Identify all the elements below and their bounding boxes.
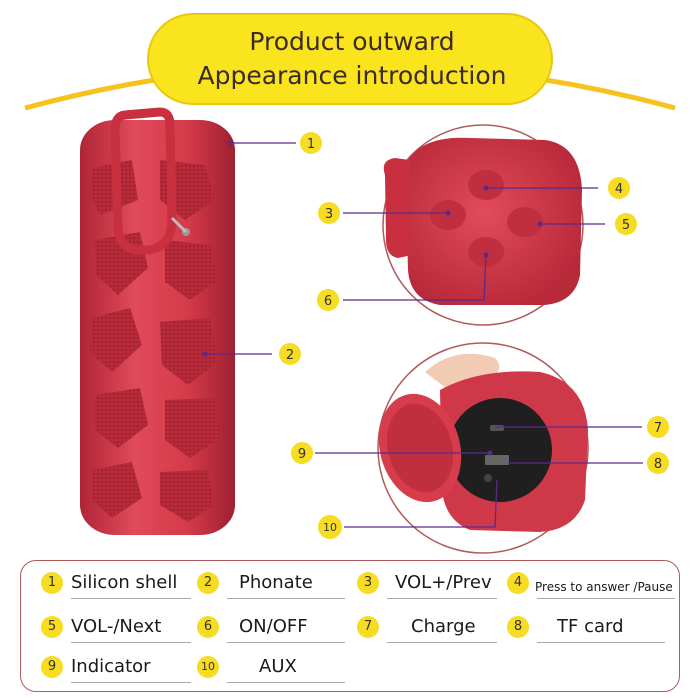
legend-item-6: 6 ON/OFF: [197, 615, 347, 643]
legend-label: AUX: [259, 656, 297, 677]
legend-item-5: 5 VOL-/Next: [41, 615, 191, 643]
legend-num: 6: [197, 616, 219, 638]
callout-badge-6: 6: [317, 289, 339, 311]
legend-item-3: 3 VOL+/Prev: [357, 571, 507, 599]
callout-badge-1: 1: [300, 132, 322, 154]
legend-num: 9: [41, 656, 63, 678]
svg-text:7: 7: [654, 421, 662, 436]
svg-text:8: 8: [654, 457, 662, 472]
speaker-cylinder: [80, 107, 235, 535]
legend-num: 8: [507, 616, 529, 638]
header-banner: [147, 13, 553, 105]
legend-num: 2: [197, 572, 219, 594]
legend-item-4: 4 Press to answer /Pause: [507, 571, 677, 599]
legend-label: TF card: [557, 616, 624, 637]
legend-label: Indicator: [71, 656, 151, 677]
legend-label: ON/OFF: [239, 616, 308, 637]
carabiner-clip: [110, 107, 190, 255]
legend-item-8: 8 TF card: [507, 615, 677, 643]
callout-badge-10: 10: [318, 515, 342, 539]
legend-label: VOL-/Next: [71, 616, 162, 637]
svg-text:10: 10: [323, 521, 337, 534]
legend-num: 10: [197, 656, 219, 678]
legend-panel: 1 Silicon shell 2 Phonate 3 VOL+/Prev 4 …: [20, 560, 680, 692]
pointer-lines: [205, 138, 643, 528]
legend-item-9: 9 Indicator: [41, 655, 191, 683]
svg-text:3: 3: [325, 207, 333, 222]
legend-item-1: 1 Silicon shell: [41, 571, 191, 599]
header-title-line2: Appearance introduction: [197, 61, 506, 90]
legend-num: 3: [357, 572, 379, 594]
legend-item-2: 2 Phonate: [197, 571, 347, 599]
svg-text:5: 5: [622, 218, 630, 233]
callout-badge-2: 2: [279, 343, 301, 365]
svg-text:2: 2: [286, 348, 294, 363]
callout-badge-7: 7: [647, 416, 669, 438]
svg-text:1: 1: [307, 137, 315, 152]
legend-num: 5: [41, 616, 63, 638]
svg-text:4: 4: [615, 182, 623, 197]
callout-badge-4: 4: [608, 177, 630, 199]
header-title-line1: Product outward: [249, 27, 454, 56]
legend-label: Charge: [411, 616, 476, 637]
legend-num: 4: [507, 572, 529, 594]
pointer-dots: [202, 185, 543, 456]
callout-badge-8: 8: [647, 452, 669, 474]
legend-item-7: 7 Charge: [357, 615, 507, 643]
legend-num: 1: [41, 572, 63, 594]
svg-text:9: 9: [298, 447, 306, 462]
callout-badge-3: 3: [318, 202, 340, 224]
legend-label: Silicon shell: [71, 572, 178, 593]
top-view-circle: [382, 124, 584, 326]
legend-label: Phonate: [239, 572, 313, 593]
legend-item-10: 10 AUX: [197, 655, 347, 683]
callout-badge-5: 5: [615, 213, 637, 235]
callout-badge-9: 9: [291, 442, 313, 464]
svg-text:6: 6: [324, 294, 332, 309]
legend-label: Press to answer /Pause: [535, 580, 673, 594]
legend-num: 7: [357, 616, 379, 638]
bottom-view-circle: [377, 342, 589, 554]
legend-label: VOL+/Prev: [395, 572, 492, 593]
callout-badges: 1 2 3 4 5 6 7 8 9 10: [279, 132, 669, 539]
